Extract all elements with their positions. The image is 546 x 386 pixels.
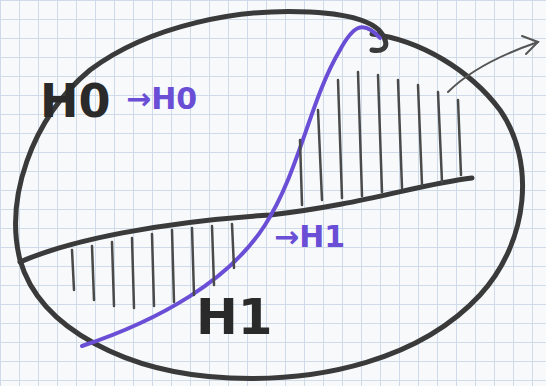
hatching <box>72 72 461 308</box>
decision-boundary <box>82 27 380 346</box>
region-label: H1 <box>196 292 273 342</box>
sphere-outline <box>16 11 523 378</box>
decision-label: →H0 <box>126 84 197 114</box>
decision-label: →H1 <box>274 222 345 252</box>
pointer-arrow <box>448 36 538 92</box>
region-label: H0 <box>40 78 111 124</box>
